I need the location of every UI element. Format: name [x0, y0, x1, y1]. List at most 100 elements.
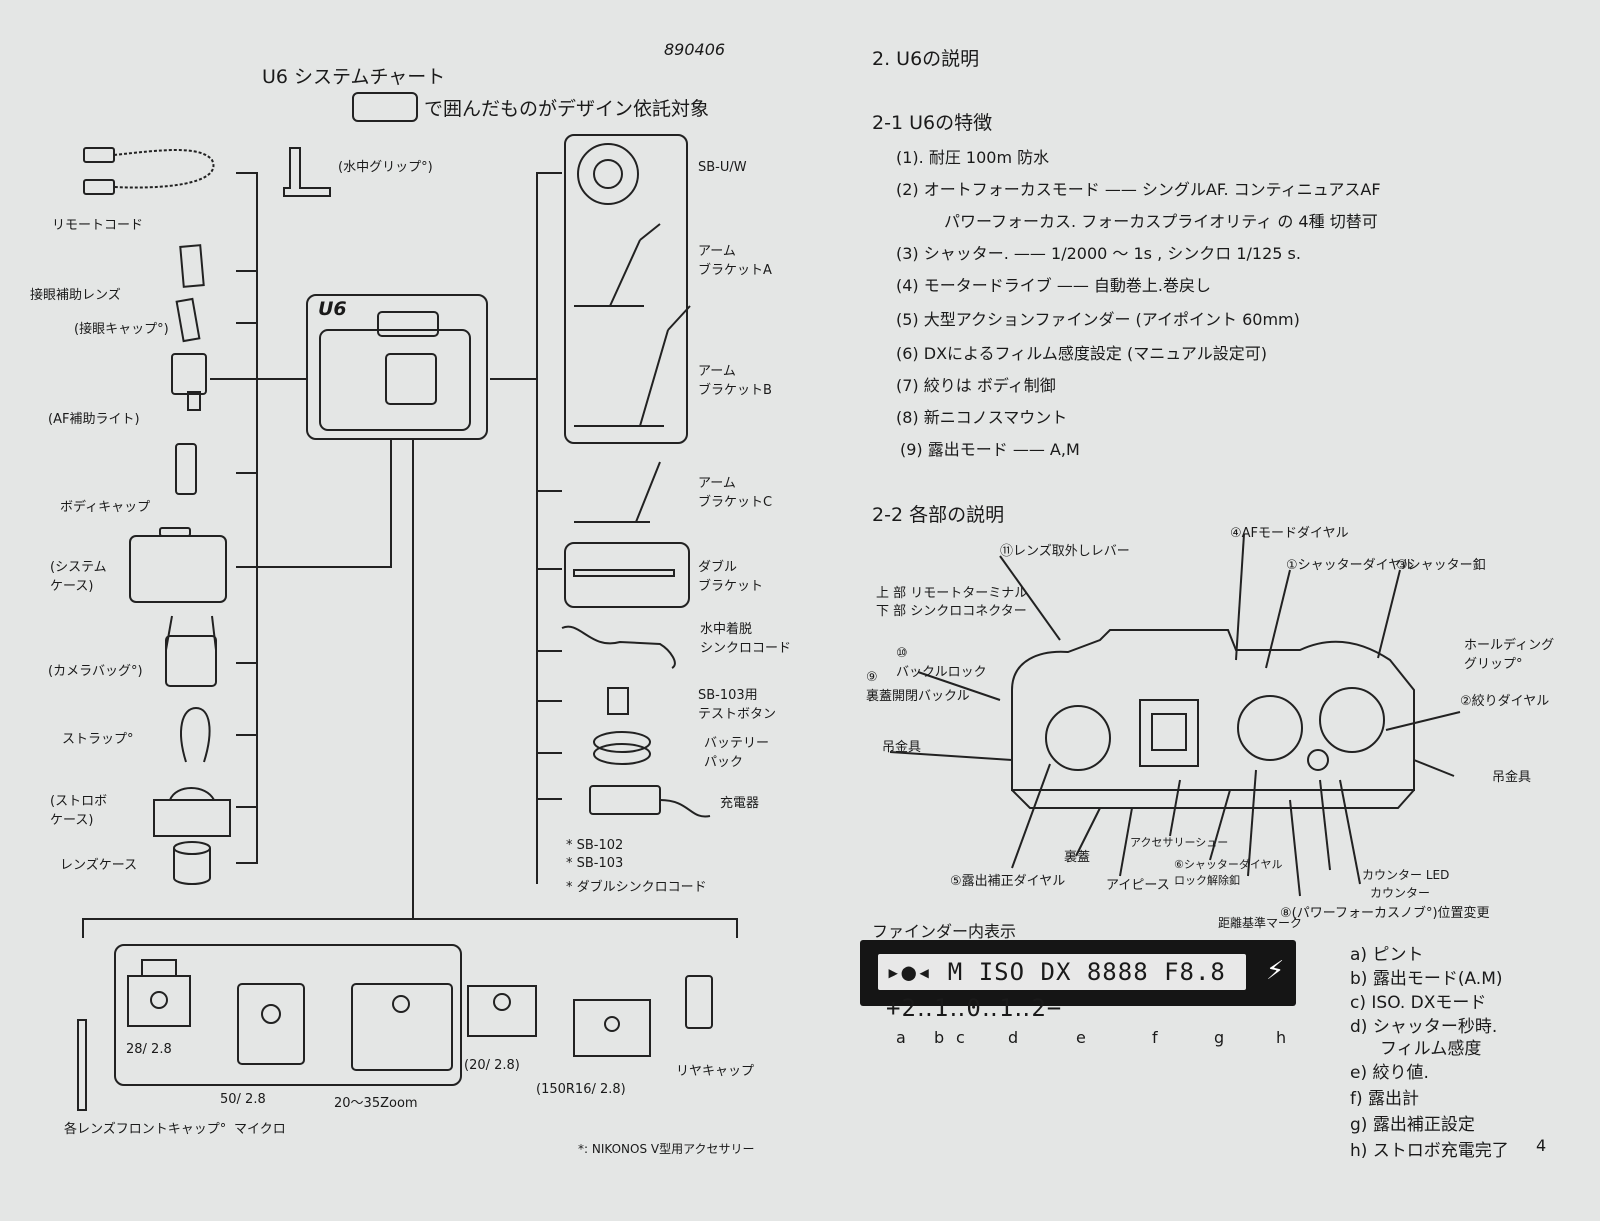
connector — [236, 172, 258, 174]
callout-counter-led: カウンター LED — [1362, 868, 1450, 882]
connector — [236, 270, 258, 272]
micro-label: マイクロ — [234, 1122, 286, 1137]
connector — [82, 918, 84, 938]
callout-synchro-connector: 下 部 シンクロコネクター — [876, 604, 1027, 619]
legend-a: a) ピント — [1350, 945, 1424, 965]
feature-2: (2) オートフォーカスモード —— シングルAF. コンティニュアスAF — [896, 180, 1381, 199]
connector — [236, 472, 258, 474]
lcd-marker-e: e — [1076, 1028, 1086, 1047]
callout-strap-lug-left: 吊金具 — [882, 740, 922, 755]
legend-f: f) 露出計 — [1350, 1089, 1420, 1109]
lens-group-box — [114, 944, 462, 1086]
callout-strap-lug-right: 吊金具 — [1492, 770, 1532, 785]
parts-subtitle: 2-2 各部の説明 — [872, 504, 1005, 526]
connector — [210, 378, 306, 380]
feature-1: (1). 耐圧 100m 防水 — [896, 148, 1050, 167]
callout-remote-terminal: 上 部 リモートターミナル — [876, 586, 1028, 601]
lcd-readout: ▸●◂ M ISO DX 8888 F8.8 +2‥1‥0‥1‥2− — [878, 954, 1246, 1022]
legend-g: g) 露出補正設定 — [1350, 1115, 1475, 1135]
callout-exposure-comp-dial: ⑤露出補正ダイヤル — [950, 874, 1066, 889]
lcd-marker-f: f — [1152, 1028, 1158, 1047]
callout-distance-mark: 距離基準マーク — [1218, 916, 1303, 930]
strobe-case-label: (ストロボ ケース) — [50, 794, 108, 828]
synchro-cord-label: 水中着脱 シンクロコード — [700, 622, 792, 656]
front-cap-label: 各レンズフロントキャップ° — [64, 1122, 227, 1137]
sb-103-label: * SB-103 — [566, 856, 624, 871]
callout-buckle-lock: ⑩ バックルロック — [896, 646, 987, 680]
lcd-marker-b: b — [934, 1028, 945, 1047]
af-assist-light-label: (AF補助ライト) — [48, 412, 140, 427]
connector — [536, 568, 562, 570]
page-number: 4 — [1536, 1136, 1547, 1155]
arm-bracket-c-label: アーム ブラケットC — [698, 476, 773, 510]
feature-4: (4) モータードライブ —— 自動巻上.巻戻し — [896, 276, 1212, 295]
legend-c: c) ISO. DXモード — [1350, 993, 1487, 1013]
lens-50-label: 50/ 2.8 — [220, 1092, 266, 1107]
connector — [236, 566, 258, 568]
eyepiece-lens-label: 接眼補助レンズ — [30, 288, 121, 303]
charger-label: 充電器 — [720, 796, 760, 811]
system-case-label: (システム ケース) — [50, 560, 107, 594]
double-synchro-cord-label: * ダブルシンクロコード — [566, 880, 707, 895]
callout-dial-lock-release: ⑥シャッターダイヤル ロック解除釦 — [1174, 858, 1283, 887]
document-number: 890406 — [664, 40, 726, 59]
lens-case-label: レンズケース — [60, 858, 138, 873]
section-title: 2. U6の説明 — [872, 48, 980, 70]
underwater-grip-label: (水中グリップ°) — [338, 160, 433, 175]
lcd-marker-g: g — [1214, 1028, 1225, 1047]
feature-9: (9) 露出モード —— A,M — [900, 440, 1080, 459]
connector — [256, 566, 392, 568]
u6-camera-label: U6 — [318, 298, 347, 320]
feature-7: (7) 絞りは ボディ制御 — [896, 376, 1056, 395]
strap-label: ストラップ° — [62, 732, 134, 747]
test-button-label: SB-103用 テストボタン — [698, 688, 777, 722]
battery-pack-label: バッテリー パック — [704, 736, 770, 770]
legend-b: b) 露出モード(A.M) — [1350, 969, 1503, 989]
camera-bag-label: (カメラバッグ°) — [48, 664, 143, 679]
connector — [536, 752, 562, 754]
callout-af-mode-dial: ④AFモードダイヤル — [1230, 526, 1349, 541]
connector — [536, 700, 562, 702]
lens-20-label: (20/ 2.8) — [464, 1058, 520, 1073]
callout-power-focus-knob: ⑧(パワーフォーカスノブ°)位置変更 — [1280, 906, 1490, 921]
double-bracket-box — [564, 542, 690, 608]
body-cap-label: ボディキャップ — [60, 500, 151, 515]
feature-8: (8) 新ニコノスマウント — [896, 408, 1068, 427]
system-chart-title: U6 システムチャート — [262, 66, 446, 88]
connector — [536, 650, 562, 652]
feature-3: (3) シャッター. —— 1/2000 ～ 1s , シンクロ 1/125 s… — [896, 244, 1301, 263]
callout-back-buckle: ⑨ 裏蓋開閉バックル — [866, 670, 970, 704]
features-subtitle: 2-1 U6の特徴 — [872, 112, 993, 134]
callout-shutter-dial: ①シャッターダイヤル — [1286, 558, 1415, 573]
connector — [236, 662, 258, 664]
viewfinder-lcd: ▸●◂ M ISO DX 8888 F8.8 +2‥1‥0‥1‥2− ⚡ — [860, 940, 1296, 1022]
connector — [490, 378, 538, 380]
connector — [390, 440, 392, 568]
legend-d: d) シャッター秒時. — [1350, 1017, 1498, 1037]
legend-h: h) ストロボ充電完了 — [1350, 1141, 1509, 1161]
callout-holding-grip: ホールディング グリップ° — [1464, 638, 1555, 672]
arm-bracket-b-label: アーム ブラケットB — [698, 364, 772, 398]
callout-shutter-button: ③シャッター釦 — [1396, 558, 1486, 573]
connector — [236, 806, 258, 808]
connector — [536, 172, 562, 174]
callout-eyepiece: アイピース — [1106, 878, 1170, 893]
connector — [536, 798, 562, 800]
connector — [412, 440, 414, 920]
connector — [536, 490, 562, 492]
remote-cord-label: リモートコード — [52, 218, 144, 233]
callout-accessory-shoe: アクセサリーシュー — [1130, 836, 1229, 849]
callout-lens-release-lever: ⑪レンズ取外しレバー — [1000, 544, 1130, 559]
connector — [236, 322, 258, 324]
arm-bracket-a-label: アーム ブラケットA — [698, 244, 772, 278]
double-bracket-label: ダブル ブラケット — [698, 560, 764, 594]
lens-150r16-label: (150R16/ 2.8) — [536, 1082, 626, 1097]
eyepiece-cap-label: (接眼キャップ°) — [74, 322, 169, 337]
callout-back-cover: 裏蓋 — [1064, 850, 1091, 865]
sb-uw-label: SB-U/W — [698, 160, 747, 175]
sb-102-label: * SB-102 — [566, 838, 624, 853]
feature-2-cont: パワーフォーカス. フォーカスプライオリティ の 4種 切替可 — [944, 212, 1378, 231]
footnote: *: NIKONOS V型用アクセサリー — [578, 1142, 755, 1156]
lens-zoom-label: 20～35Zoom — [334, 1096, 418, 1111]
legend-note: で囲んだものがデザイン依託対象 — [424, 98, 710, 120]
